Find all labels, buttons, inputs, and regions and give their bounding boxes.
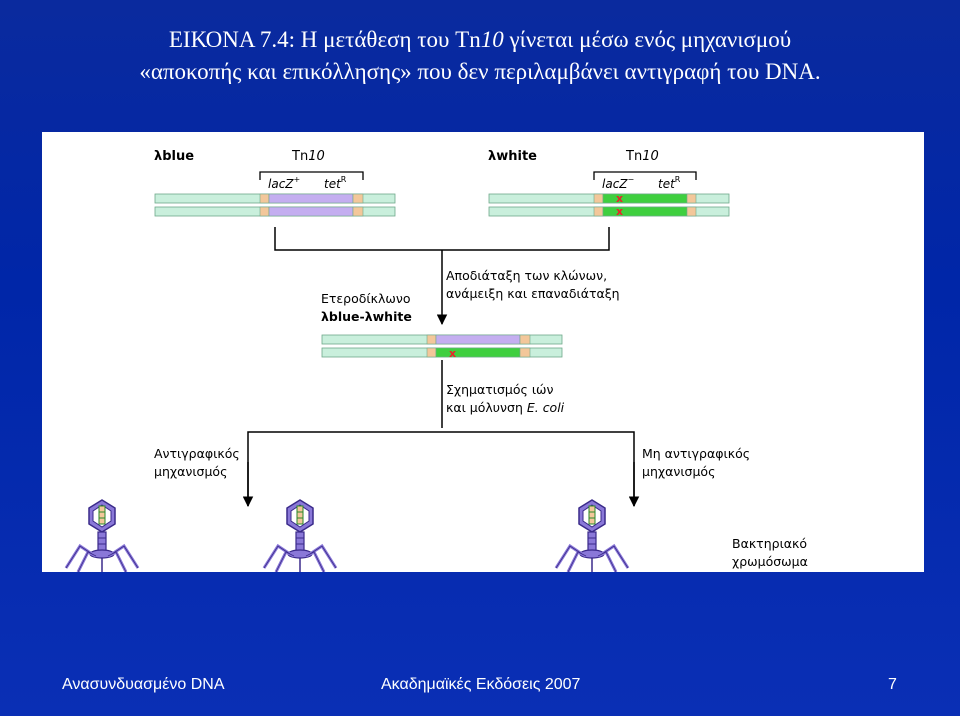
footer-center: Ακαδημαϊκές Εκδόσεις 2007	[381, 676, 581, 693]
title-line-2: «αποκοπής και επικόλλησης» που δεν περιλ…	[139, 59, 821, 84]
heteroduplex-mutation-mark: x	[449, 347, 456, 360]
phage-right-label: λwhite	[488, 149, 537, 164]
lwhite-dna-bottom-strand	[488, 206, 730, 217]
step1-text-line2: ανάμειξη και επαναδιάταξη	[446, 286, 620, 301]
mutation-mark-top: x	[616, 192, 623, 205]
phage-icon	[554, 498, 630, 572]
heteroduplex-top-strand	[321, 334, 563, 345]
heteroduplex-label-line2: λblue-λwhite	[321, 309, 412, 324]
tn10-right-label: Tn10	[625, 149, 659, 164]
diagram-panel: λblue Tn10 lacZ+ tetR λwhite Tn10 lacZ− …	[42, 132, 924, 572]
right-branch-label-line2: μηχανισμός	[642, 464, 715, 479]
mutation-mark-bottom: x	[616, 205, 623, 218]
lblue-dna-bottom-strand	[154, 206, 396, 217]
step1-text-line1: Αποδιάταξη των κλώνων,	[446, 268, 607, 283]
left-branch-label-line2: μηχανισμός	[154, 464, 227, 479]
right-branch-label-line1: Μη αντιγραφικός	[642, 446, 750, 461]
slide-title: ΕΙΚΟΝΑ 7.4: Η μετάθεση του Tn10 γίνεται …	[20, 24, 940, 88]
step2-text-line2: και μόλυνση E. coli	[446, 400, 565, 415]
page-number: 7	[888, 676, 897, 693]
lwhite-dna-top-strand	[488, 193, 730, 204]
lblue-dna-top-strand	[154, 193, 396, 204]
branch-bracket	[247, 431, 635, 506]
bacterial-chromosome-line1: Βακτηριακό	[732, 536, 807, 551]
tn10-left-label: Tn10	[291, 149, 325, 164]
tetr-left-label: tetR	[324, 175, 347, 191]
left-branch-label-line1: Αντιγραφικός	[154, 446, 240, 461]
phage-left-label: λblue	[154, 149, 194, 164]
heteroduplex-label-line1: Ετεροδίκλωνο	[321, 291, 411, 306]
phage-icon	[262, 498, 338, 572]
tn10-left-bracket	[259, 171, 364, 180]
phage-icon	[64, 498, 140, 572]
merge-bracket	[274, 227, 610, 251]
lacz-plus-label: lacZ+	[268, 175, 300, 191]
step2-text-line1: Σχηματισμός ιών	[446, 382, 554, 397]
tetr-right-label: tetR	[658, 175, 681, 191]
title-line-1: ΕΙΚΟΝΑ 7.4: Η μετάθεση του Tn10 γίνεται …	[168, 27, 792, 52]
tn10-right-bracket	[593, 171, 697, 180]
bacterial-chromosome-line2: χρωμόσωμα	[732, 554, 808, 569]
lacz-minus-label: lacZ−	[602, 175, 634, 191]
heteroduplex-bottom-strand	[321, 347, 563, 358]
tn10-transposition-diagram: λblue Tn10 lacZ+ tetR λwhite Tn10 lacZ− …	[64, 149, 808, 572]
footer-left: Ανασυνδυασμένο DNA	[62, 676, 225, 693]
